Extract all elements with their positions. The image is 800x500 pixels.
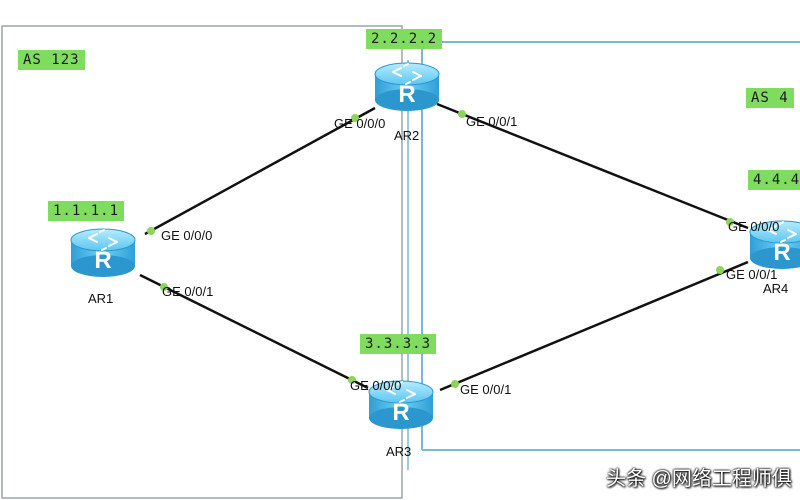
router-ar3-id: 3.3.3.3	[360, 334, 437, 354]
router-ar4-name: AR4	[763, 281, 789, 296]
router-ar1-name: AR1	[88, 291, 114, 306]
router-ar1[interactable]: R	[70, 228, 136, 278]
router-ar4[interactable]: R	[749, 220, 800, 270]
port-ar4-g0-label: GE 0/0/0	[728, 219, 780, 234]
router-ar3[interactable]: R	[368, 380, 434, 430]
router-ar4-glyph: R	[773, 239, 790, 266]
port-ar1-g0-label: GE 0/0/0	[161, 228, 213, 243]
port-dot-ar2-g1	[458, 110, 466, 118]
link-ar3-ar4	[439, 260, 749, 392]
port-ar4-g1-label: GE 0/0/1	[726, 267, 778, 282]
port-dot-ar3-g0	[348, 376, 356, 384]
port-ar3-g1-label: GE 0/0/1	[460, 382, 512, 397]
router-ar3-name: AR3	[386, 444, 412, 459]
port-dot-ar1-g0	[147, 227, 155, 235]
port-ar1-g1-label: GE 0/0/1	[162, 284, 214, 299]
router-ar2[interactable]: R	[374, 62, 440, 112]
port-dot-ar3-g1	[451, 380, 459, 388]
port-ar3-g0-label: GE 0/0/0	[350, 378, 402, 393]
port-dot-ar1-g1	[160, 283, 168, 291]
router-ar1-id: 1.1.1.1	[48, 201, 125, 221]
port-dot-ar4-g1	[716, 266, 724, 274]
router-ar4-id: 4.4.4	[748, 170, 800, 190]
as123-label: AS 123	[18, 50, 85, 70]
as123-boundary	[1, 25, 403, 499]
router-ar2-glyph: R	[398, 81, 415, 108]
router-ar2-id: 2.2.2.2	[366, 29, 443, 49]
port-dot-ar2-g0	[351, 114, 359, 122]
port-ar2-g0-label: GE 0/0/0	[334, 116, 386, 131]
router-ar1-glyph: R	[94, 247, 111, 274]
port-ar2-g1-label: GE 0/0/1	[466, 114, 518, 129]
link-ar1-ar2	[144, 106, 376, 236]
link-ar1-ar3	[139, 273, 369, 390]
link-ar2-ar4	[436, 102, 749, 230]
port-dot-ar4-g0	[726, 218, 734, 226]
router-ar2-name: AR2	[394, 128, 420, 143]
watermark: 头条 @网络工程师俱	[606, 468, 792, 490]
as4-label: AS 4	[746, 88, 794, 108]
router-ar3-glyph: R	[392, 399, 409, 426]
